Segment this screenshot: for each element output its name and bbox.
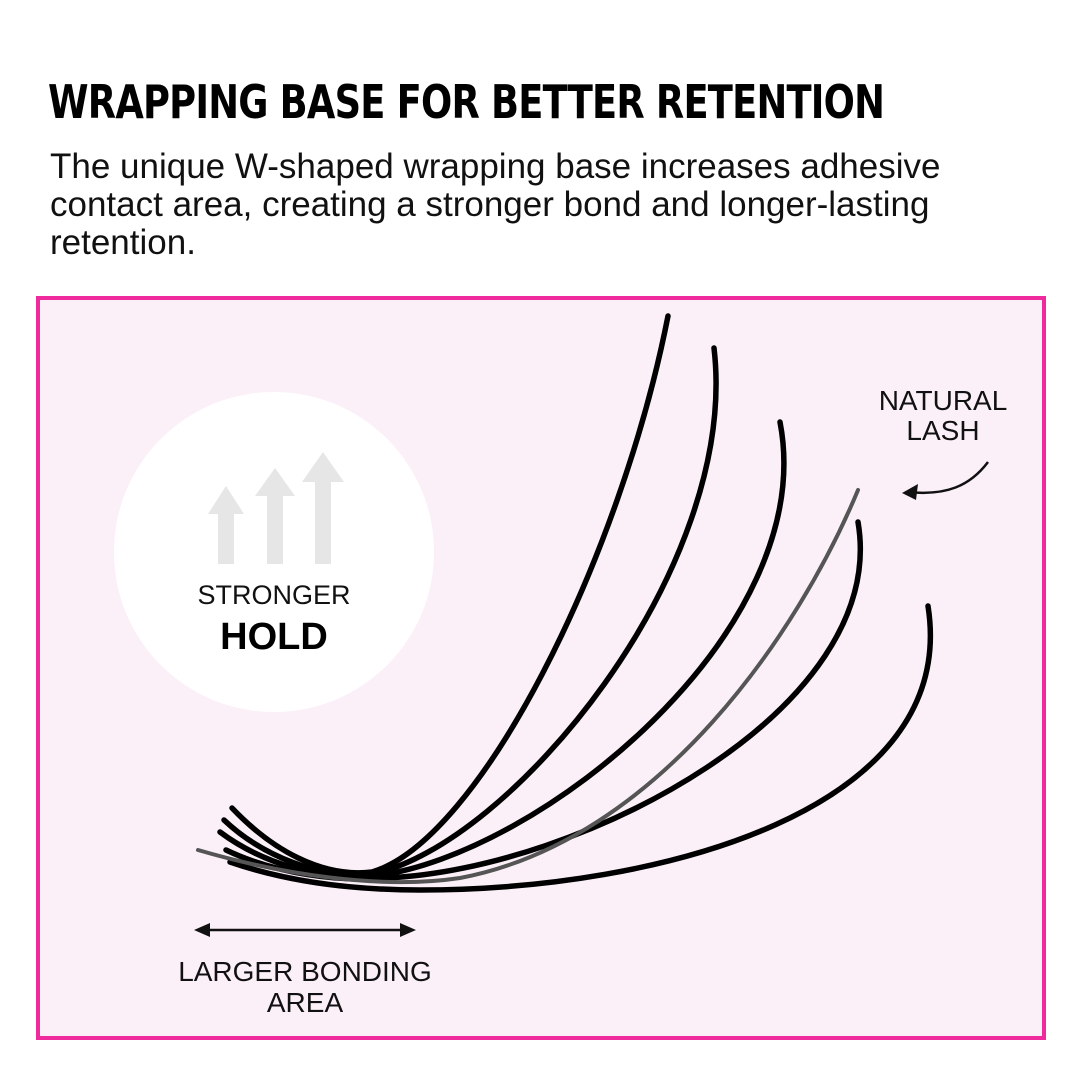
arrow-up-medium-icon (255, 468, 295, 564)
arrow-up-large-icon (302, 452, 344, 564)
natural-lash-label: NATURAL LASH (858, 386, 1028, 446)
bonding-area-label: LARGER BONDING AREA (150, 956, 460, 1018)
three-upward-arrows-icon (208, 452, 344, 564)
badge-text-stronger: STRONGER (197, 580, 351, 610)
bonding-area-label-line1: LARGER BONDING (178, 956, 432, 987)
lash-diagram (194, 313, 989, 937)
lash-strand-1 (229, 313, 671, 876)
bonding-area-arrow-left-icon (194, 923, 210, 937)
description: The unique W-shaped wrapping base increa… (50, 147, 941, 262)
curved-arrow-head-icon (902, 484, 918, 500)
illustration-panel: STRONGER HOLD NATURAL LASH LARGER BONDIN… (36, 296, 1046, 1040)
curved-arrow-icon (907, 461, 989, 495)
badge-text-hold: HOLD (220, 616, 328, 658)
lash-strand-3 (217, 419, 787, 880)
lash-strand-5 (227, 603, 933, 893)
headline: WRAPPING BASE FOR BETTER RETENTION (48, 75, 885, 129)
natural-lash-label-line1: NATURAL (878, 385, 1008, 416)
arrow-up-small-icon (208, 486, 244, 564)
lash-strand-2 (221, 345, 719, 878)
natural-lash (196, 488, 860, 885)
lash-strand-4 (223, 519, 863, 882)
bonding-area-arrow-right-icon (400, 923, 416, 937)
stronger-hold-badge: STRONGER HOLD (114, 392, 434, 712)
natural-lash-label-line2: LASH (906, 415, 980, 446)
bonding-area-label-line2: AREA (266, 987, 344, 1018)
